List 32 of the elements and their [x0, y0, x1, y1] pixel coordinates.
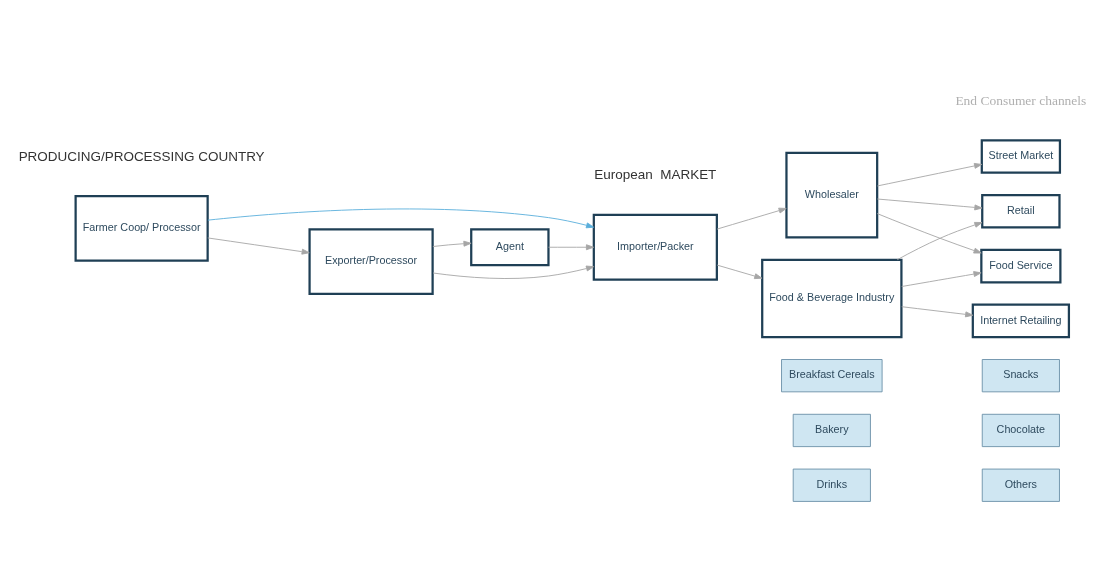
node-box: Drinks: [792, 468, 871, 502]
arrow: [432, 240, 472, 247]
node-box: Farmer Coop/ Processor: [74, 194, 209, 262]
node-box: Exporter/Processor: [308, 228, 434, 296]
node-box: Importer/Packer: [592, 213, 718, 281]
node-box: Street Market: [980, 139, 1062, 174]
label: End Consumer channels: [955, 92, 1087, 108]
arrow: [432, 265, 595, 279]
arrow: [901, 271, 982, 287]
node-box: Wholesaler: [785, 151, 879, 239]
node-box: Bakery: [792, 413, 871, 448]
node-box: Food Service: [980, 248, 1062, 284]
node-box: Snacks: [981, 359, 1060, 393]
arrow: [876, 162, 983, 187]
arrow: [207, 237, 310, 255]
label: PRODUCING/PROCESSING COUNTRY: [18, 148, 265, 164]
arrow: [207, 208, 595, 229]
arrow: [716, 264, 763, 280]
arrow: [876, 198, 983, 211]
arrow: [876, 213, 982, 254]
arrow: [716, 207, 787, 230]
node-box: Chocolate: [981, 413, 1060, 448]
node-box: Internet Retailing: [971, 303, 1071, 339]
node-box: Agent: [470, 228, 550, 267]
arrow: [896, 221, 983, 261]
node-box: Others: [981, 468, 1060, 502]
node-box: Food & Beverage Industry: [761, 258, 903, 339]
arrow: [548, 244, 595, 251]
node-box: Retail: [981, 194, 1061, 229]
node-box: Breakfast Cereals: [781, 359, 883, 393]
label: European MARKET: [594, 167, 717, 183]
arrow: [901, 306, 974, 318]
